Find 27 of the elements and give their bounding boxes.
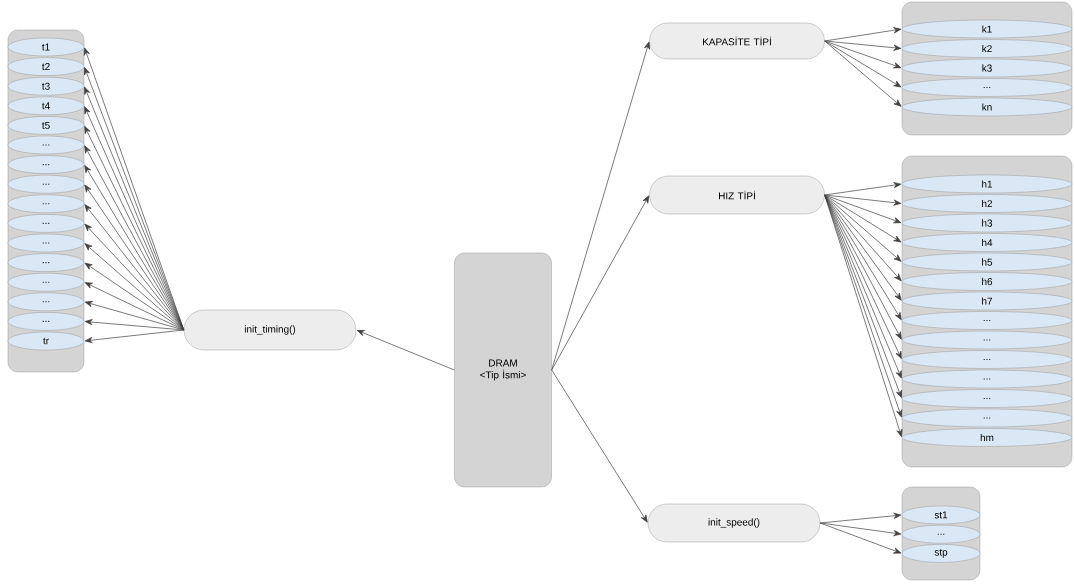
arrow [84,329,185,344]
arrow [551,369,648,523]
arrow [819,512,902,524]
arrow [824,40,902,107]
function-box: HIZ TİPİ [649,175,825,215]
arrow [824,40,902,69]
arrow [824,27,902,42]
arrow [824,194,902,301]
arrow [84,243,185,331]
arrow [84,262,185,331]
arrow [551,195,650,371]
arrow [824,182,902,196]
arrow [819,522,902,554]
arrow [824,194,902,243]
arrow [84,282,185,331]
type-box: DRAM <Tip İsmi> [454,252,552,488]
function-box: init_speed() [647,503,821,543]
arrow [824,40,902,51]
arrow [551,41,650,371]
arrow [824,194,902,224]
function-box: init_timing() [183,309,357,351]
arrow [84,319,185,331]
arrow [824,194,902,206]
arrow [356,330,455,371]
function-box: KAPASİTE TİPİ [649,22,825,60]
arrow [824,40,902,88]
arrow [824,194,902,282]
